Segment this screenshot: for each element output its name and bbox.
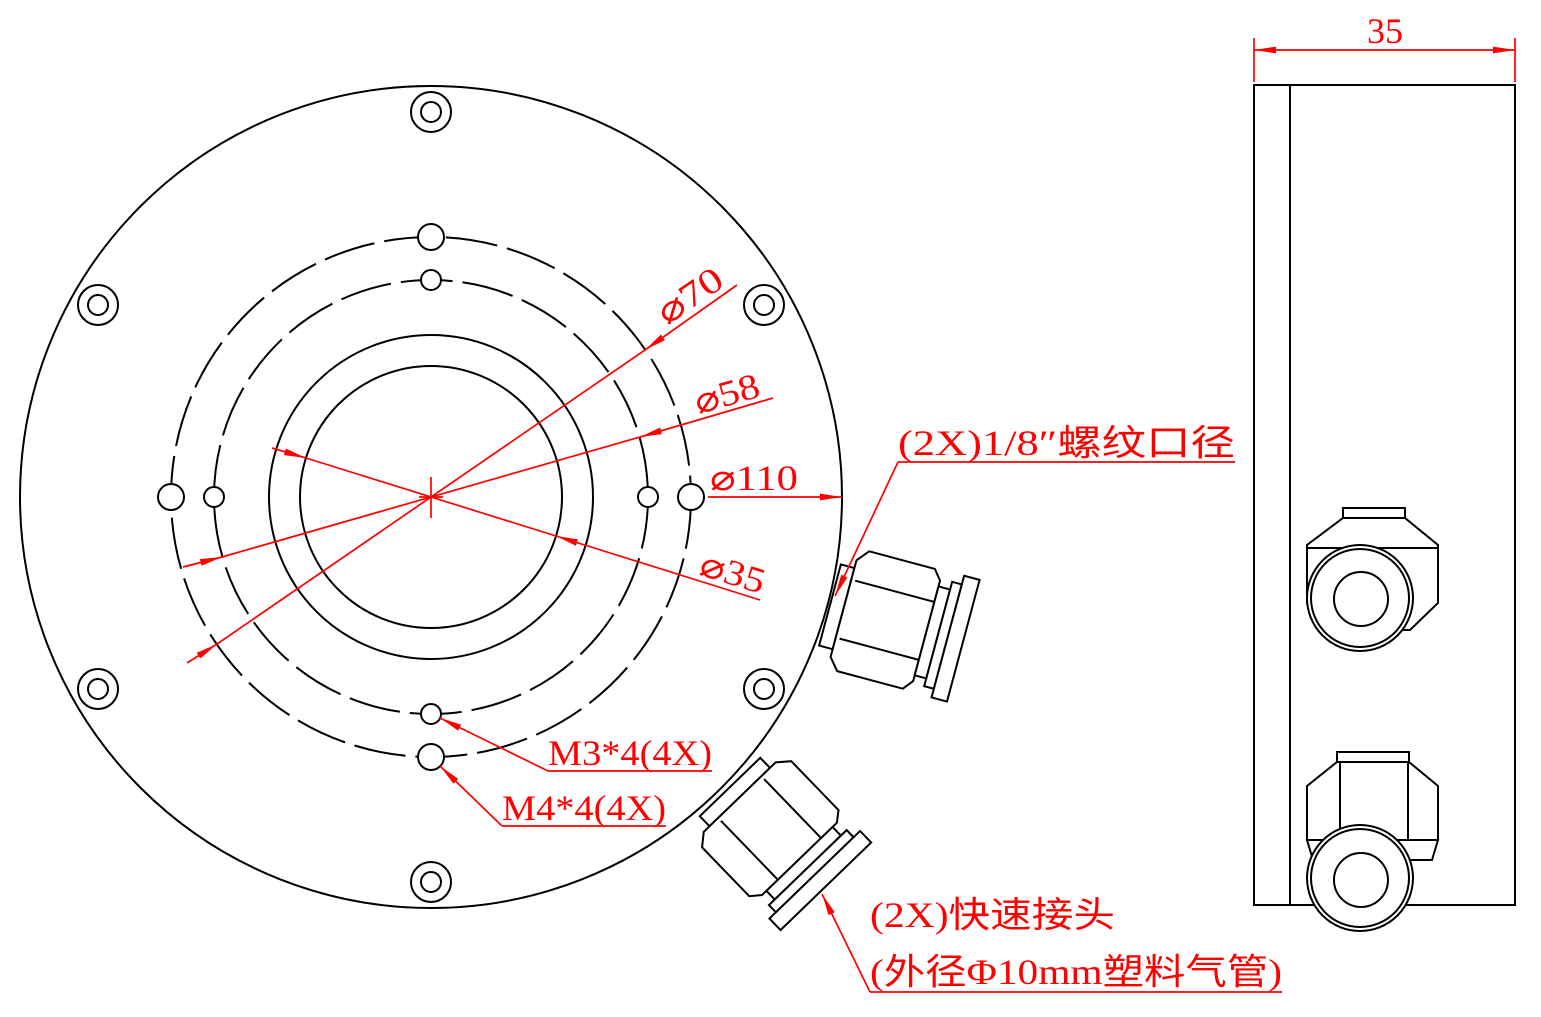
hex-face-line bbox=[763, 778, 822, 839]
counterbore-outer bbox=[410, 861, 452, 903]
dimension-arrow bbox=[644, 284, 738, 351]
counterbore-outer bbox=[743, 668, 785, 710]
counterbore-hole bbox=[77, 284, 119, 326]
fitting-release-plate bbox=[768, 829, 873, 932]
m4-hole bbox=[157, 483, 185, 511]
counterbore-outer bbox=[77, 284, 119, 326]
m4-hole bbox=[417, 223, 445, 251]
counterbore-inner bbox=[420, 871, 442, 893]
dimension-line bbox=[305, 457, 557, 537]
dimension-label-d110: ⌀110 bbox=[710, 458, 798, 498]
side-quick-fitting bbox=[1305, 751, 1440, 932]
counterbore-inner bbox=[753, 294, 775, 316]
m4-hole bbox=[417, 743, 445, 771]
dimension-arrow bbox=[639, 397, 774, 438]
callout-leader bbox=[834, 461, 899, 597]
dimension-arrow bbox=[182, 556, 223, 568]
m3-hole bbox=[420, 269, 442, 291]
bore-inner-circle bbox=[299, 365, 563, 629]
dimension-label-width: 35 bbox=[1367, 11, 1403, 51]
dimension-arrow bbox=[271, 447, 307, 459]
m4-holes bbox=[157, 223, 705, 771]
counterbore-hole bbox=[77, 668, 119, 710]
counterbore-inner bbox=[87, 294, 109, 316]
callout-m4-holes: M4*4(4X) bbox=[439, 765, 666, 828]
fitting-collet-outer bbox=[1306, 544, 1414, 652]
dimension-label-d70: ⌀70 bbox=[649, 259, 731, 333]
counterbore-inner bbox=[753, 678, 775, 700]
callout-label-thread-port: (2X)1/8″螺纹口径 bbox=[898, 423, 1235, 463]
m3-holes bbox=[203, 269, 659, 725]
quick-fitting bbox=[817, 550, 981, 703]
m4-hole bbox=[677, 483, 705, 511]
callout-quick-fitting: (2X)快速接头 (外径Φ10mm塑料气管) bbox=[821, 893, 1282, 993]
hex-face-line bbox=[854, 579, 935, 603]
fitting-tube-bore bbox=[1333, 571, 1389, 627]
fitting-hex-nut bbox=[829, 550, 942, 690]
counterbore-holes bbox=[77, 91, 785, 903]
fitting-release-plate bbox=[930, 574, 981, 703]
fitting-tube-bore bbox=[1333, 852, 1389, 908]
callout-leader bbox=[439, 717, 549, 772]
front-view: ⌀70 ⌀58 ⌀35 ⌀110 (2X)1/8″螺纹口径 bbox=[19, 85, 1282, 993]
fitting-top-band bbox=[1342, 507, 1406, 519]
callout-m3-holes: M3*4(4X) bbox=[439, 717, 712, 773]
fitting-collet-outer bbox=[1306, 824, 1414, 932]
counterbore-inner bbox=[420, 101, 442, 123]
callout-leader bbox=[821, 893, 871, 993]
dimension-arrow bbox=[555, 535, 761, 601]
dimension-width: 35 bbox=[1253, 11, 1516, 82]
counterbore-outer bbox=[410, 91, 452, 133]
m3-hole bbox=[420, 703, 442, 725]
dimension-label-d35: ⌀35 bbox=[695, 544, 770, 602]
hex-face-line bbox=[720, 820, 779, 881]
fitting-hex-nut bbox=[701, 760, 840, 898]
callout-label-fitting-line2: (外径Φ10mm塑料气管) bbox=[870, 952, 1282, 992]
fitting-top-band bbox=[1336, 751, 1410, 763]
counterbore-hole bbox=[410, 861, 452, 903]
m3-hole bbox=[637, 486, 659, 508]
callout-leader bbox=[439, 765, 503, 827]
side-view: 35 bbox=[1253, 11, 1516, 932]
quick-fitting bbox=[698, 756, 873, 932]
callout-label-m4: M4*4(4X) bbox=[502, 788, 666, 828]
counterbore-hole bbox=[743, 668, 785, 710]
m3-hole bbox=[203, 486, 225, 508]
fitting-collet-edge bbox=[1310, 548, 1410, 648]
bore-outer-circle bbox=[268, 334, 594, 660]
dimension-arrow bbox=[186, 643, 218, 664]
counterbore-hole bbox=[743, 284, 785, 326]
fitting-collet-edge bbox=[1310, 828, 1410, 928]
counterbore-outer bbox=[77, 668, 119, 710]
side-quick-fitting bbox=[1306, 507, 1439, 652]
dimension-d110: ⌀110 bbox=[708, 458, 842, 501]
hex-face-line bbox=[839, 637, 920, 661]
counterbore-hole bbox=[410, 91, 452, 133]
callout-thread-port: (2X)1/8″螺纹口径 bbox=[834, 423, 1235, 597]
counterbore-inner bbox=[87, 678, 109, 700]
callout-label-m3: M3*4(4X) bbox=[548, 733, 712, 773]
callout-label-fitting-line1: (2X)快速接头 bbox=[870, 895, 1115, 935]
counterbore-outer bbox=[743, 284, 785, 326]
dimension-d70: ⌀70 bbox=[186, 259, 738, 664]
dimension-label-d58: ⌀58 bbox=[690, 365, 764, 422]
